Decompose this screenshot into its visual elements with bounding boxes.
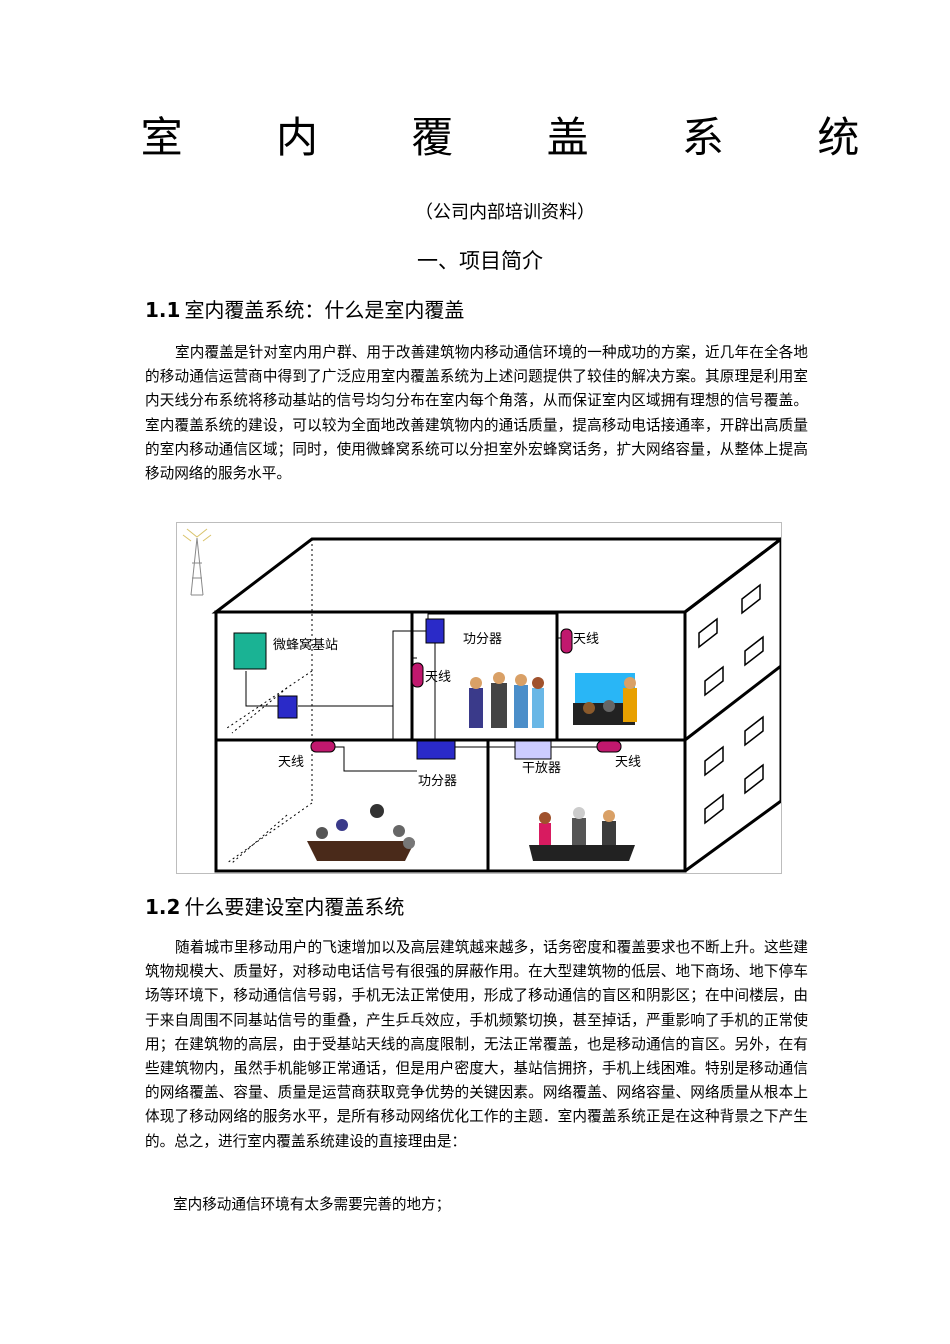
micro-cell-icon [233,632,267,670]
section-title: 什么要建设室内覆盖系统 [184,895,405,919]
label-antenna-mid: 天线 [425,670,451,685]
signal-tower-icon [182,528,212,596]
paragraph-1: 室内覆盖是针对室内用户群、用于改善建筑物内移动通信环境的一种成功的方案，近几年在… [145,344,808,483]
label-antenna-top-right: 天线 [573,632,599,647]
business-people-clipart [469,672,544,728]
label-splitter-lower: 功分器 [418,774,457,789]
paragraph-3: 室内移动通信环境有太多需要完善的地方； [173,1196,451,1213]
label-splitter-top: 功分器 [463,632,502,647]
label-antenna-lower-right: 天线 [615,755,641,770]
antenna-icon [411,662,424,688]
antenna-icon [560,628,573,654]
splitter-icon [277,695,298,719]
paragraph-2: 随着城市里移动用户的飞速增加以及高层建筑越来越多，话务密度和覆盖要求也不断上升。… [145,939,808,1150]
document-title: 室 内 覆 盖 系 统 [140,113,900,162]
label-micro-cell: 微蜂窝基站 [273,637,338,653]
diagram-canvas: 微蜂窝基站 功分器 天线 天线 天线 功分器 干放器 天线 [182,528,781,873]
repeater-icon [514,740,552,760]
splitter-icon [425,618,445,644]
section-title: 室内覆盖系统：什么是室内覆盖 [184,298,465,322]
antenna-icon [310,740,336,753]
indoor-coverage-diagram: 微蜂窝基站 功分器 天线 天线 天线 功分器 干放器 天线 [176,522,782,874]
meeting-table-clipart [307,804,415,861]
office-meeting-clipart [529,807,635,861]
splitter-icon [416,740,456,760]
building-outline [211,537,781,873]
label-antenna-lower-left: 天线 [278,755,304,770]
document-subtitle: （公司内部培训资料） [415,202,595,223]
presentation-clipart [573,673,637,725]
antenna-icon [596,740,622,753]
section-number: 1.2 [145,895,181,919]
label-repeater: 干放器 [522,761,561,776]
chapter-heading: 一、项目简介 [417,249,543,273]
section-number: 1.1 [145,298,181,322]
